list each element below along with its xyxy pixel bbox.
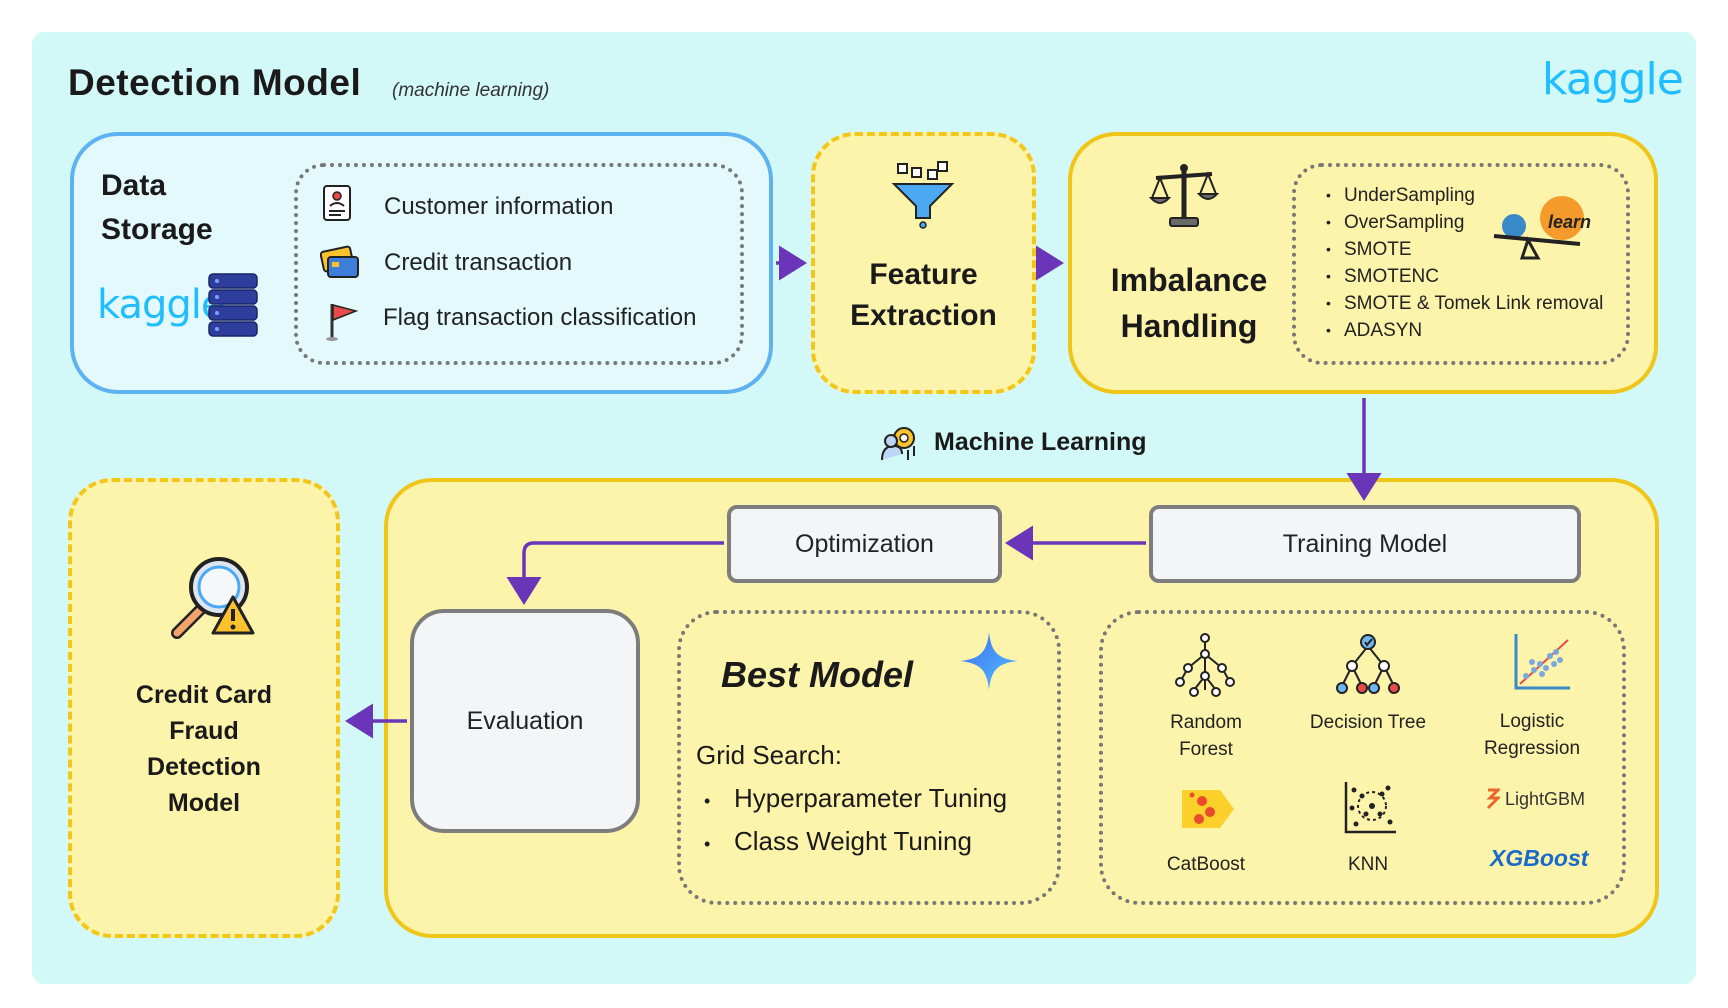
data-item-customer-information: Customer information <box>384 193 614 220</box>
imbalance-method: OverSampling <box>1326 209 1603 236</box>
model-random-forest-line2: Forest <box>1179 739 1233 760</box>
best-model-items: •Hyperparameter Tuning •Class Weight Tun… <box>704 778 1007 864</box>
optimization-node: Optimization <box>727 505 1002 583</box>
imbalance-line1: Imbalance <box>1110 262 1268 298</box>
data-storage-heading: Data Storage <box>101 164 213 252</box>
scale-icon <box>1148 164 1220 227</box>
feature-extraction-box <box>811 132 1036 394</box>
result-line1: Credit Card <box>135 681 273 709</box>
imbalance-method: SMOTE & Tomek Link removal <box>1326 290 1603 317</box>
result-line4: Model <box>167 789 241 817</box>
data-storage-heading-line1: Data <box>101 169 167 202</box>
data-item-credit-transaction: Credit transaction <box>384 249 573 276</box>
imbalance-methods-list: UnderSampling OverSampling SMOTE SMOTENC… <box>1326 182 1603 344</box>
imbalance-method: UnderSampling <box>1326 182 1603 209</box>
grid-search-label: Grid Search: <box>696 740 842 770</box>
page-subtitle: (machine learning) <box>392 80 550 101</box>
model-logistic-regression-line1: Logistic <box>1499 711 1565 732</box>
kaggle-logo-small: kaggle <box>97 282 225 328</box>
imbalance-method: SMOTE <box>1326 236 1603 263</box>
imbalance-method: ADASYN <box>1326 317 1603 344</box>
feature-extraction-line1: Feature <box>869 258 978 291</box>
imbalance-methods-box <box>1292 163 1630 365</box>
ai-head-icon <box>881 427 915 461</box>
knn-icon <box>1344 782 1396 834</box>
best-model-item: •Class Weight Tuning <box>704 826 972 856</box>
imbalanced-learn-logo-text: learn <box>1548 212 1591 232</box>
model-random-forest-line1: Random <box>1170 712 1242 733</box>
lightgbm-logo: LightGBM <box>1505 789 1586 809</box>
magnifier-warning-icon <box>171 557 255 639</box>
page-title: Detection Model <box>68 62 362 103</box>
data-storage-box <box>70 132 773 394</box>
result-box <box>68 478 340 938</box>
document-icon <box>323 185 351 221</box>
catboost-icon <box>1182 790 1234 828</box>
lightgbm-icon <box>1486 788 1500 810</box>
data-storage-items-box <box>294 163 744 365</box>
decision-tree-icon <box>1336 634 1400 694</box>
model-catboost: CatBoost <box>1166 854 1246 875</box>
result-label: Credit Card Fraud Detection Model <box>68 677 340 821</box>
model-logistic-regression: Logistic Regression <box>1452 708 1612 762</box>
feature-extraction-label: Feature Extraction <box>811 254 1036 336</box>
best-model-item: •Hyperparameter Tuning <box>704 783 1008 813</box>
class-weight-tuning-text: Class Weight Tuning <box>734 826 972 856</box>
credit-card-icon <box>320 245 359 278</box>
imbalance-handling-label: Imbalance Handling <box>1094 257 1284 349</box>
random-forest-icon <box>1175 633 1235 697</box>
xgboost-logo: XGBoost <box>1490 845 1589 871</box>
arrow-optimization-to-evaluation <box>506 541 724 605</box>
best-model-title: Best Model <box>721 654 914 695</box>
hyperparameter-tuning-text: Hyperparameter Tuning <box>734 783 1008 813</box>
imbalanced-learn-logo: learn <box>1493 196 1591 260</box>
imbalance-line2: Handling <box>1120 308 1258 344</box>
feature-extraction-line2: Extraction <box>850 299 997 332</box>
model-logistic-regression-line2: Regression <box>1483 738 1581 759</box>
scatter-plot-icon <box>1514 634 1570 690</box>
data-item-flag-classification: Flag transaction classification <box>383 304 697 331</box>
flag-icon <box>326 304 359 341</box>
imbalance-method: SMOTENC <box>1326 263 1603 290</box>
model-random-forest: Random Forest <box>1131 709 1281 763</box>
database-server-icon <box>208 273 258 337</box>
model-decision-tree: Decision Tree <box>1309 712 1427 733</box>
sparkle-icon <box>960 632 1018 690</box>
machine-learning-label: Machine Learning <box>934 428 1147 456</box>
data-storage-heading-line2: Storage <box>101 213 213 246</box>
funnel-icon <box>891 161 955 229</box>
result-line3: Detection <box>147 753 261 781</box>
models-box <box>1099 610 1626 905</box>
kaggle-logo: kaggle <box>1542 54 1684 105</box>
best-model-box <box>677 610 1061 905</box>
training-model-node: Training Model <box>1149 505 1581 583</box>
model-knn: KNN <box>1347 854 1389 875</box>
result-line2: Fraud <box>169 717 239 745</box>
evaluation-node: Evaluation <box>410 609 640 833</box>
